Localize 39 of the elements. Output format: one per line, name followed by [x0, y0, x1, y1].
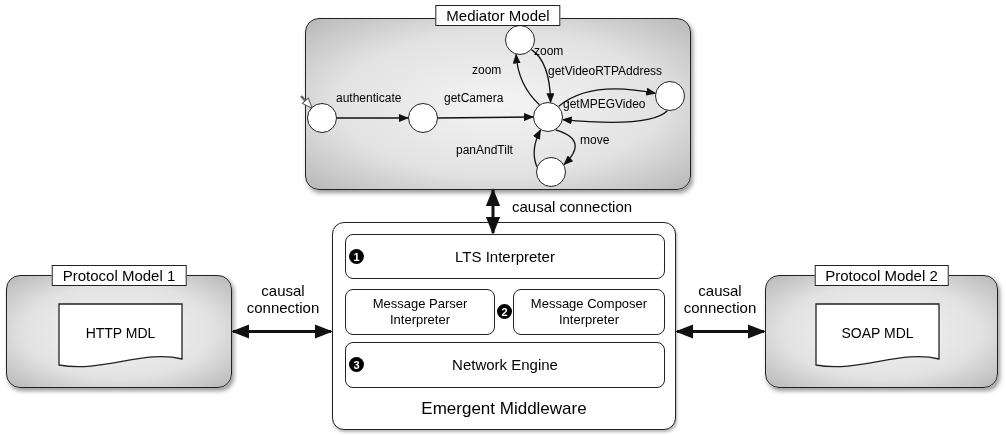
transition-arrow [530, 49, 555, 104]
document-label: HTTP MDL [84, 325, 157, 341]
middleware-box [332, 222, 676, 430]
component-label: Message Parser Interpreter [371, 296, 469, 328]
component-box [345, 234, 665, 279]
edge-label: getVideoRTPAddress [548, 65, 663, 79]
transition-arrow [437, 113, 534, 122]
box-title: Emergent Middleware [420, 399, 588, 419]
transition-arrow [336, 114, 409, 122]
edge-label: causal connection [682, 282, 758, 317]
edge-label: causal connection [512, 198, 633, 216]
edge-label: panAndTilt [456, 144, 513, 158]
component-box [513, 289, 665, 335]
component-label: Network Engine [452, 356, 558, 374]
start-arrow [300, 95, 313, 109]
edge-label: getCamera [444, 92, 504, 106]
document-label: SOAP MDL [840, 325, 915, 341]
transition-arrow [532, 129, 542, 168]
panel-title: Protocol Model 2 [814, 265, 949, 286]
edge-label: zoom [534, 45, 564, 59]
panel-title: Protocol Model 1 [51, 265, 187, 286]
component-label: Message Composer Interpreter [529, 296, 649, 328]
transition-arrow [231, 324, 333, 339]
edge-label: zoom [472, 64, 502, 78]
number-badge: 2 [497, 304, 512, 319]
transition-arrow [512, 53, 541, 106]
edge-label: getMPEGVideo [563, 98, 646, 112]
component-label: LTS Interpreter [455, 247, 555, 266]
component-box [345, 342, 665, 388]
panel-title: Mediator Model [435, 5, 561, 26]
transition-arrow [554, 129, 576, 166]
edge-label: authenticate [336, 92, 402, 106]
transition-arrow [485, 188, 501, 235]
edge-label: causal connection [245, 282, 321, 317]
edge-label: move [580, 134, 610, 148]
transition-arrow [557, 87, 657, 108]
component-box [345, 289, 495, 335]
transition-arrow [561, 110, 669, 125]
transition-arrow [675, 324, 766, 339]
